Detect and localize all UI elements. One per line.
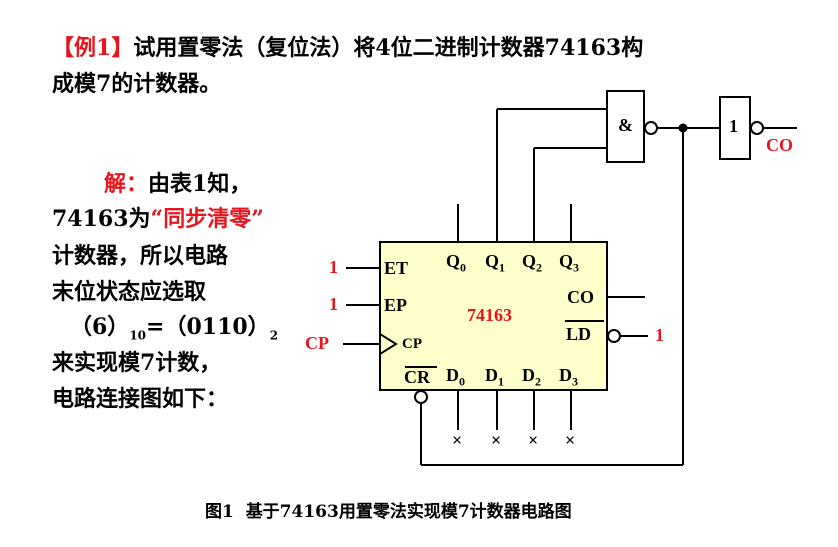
pin-cp-label: CP	[402, 336, 422, 352]
pin-d2-label: D2	[522, 365, 541, 389]
solution-line4: 末位状态应选取	[52, 279, 207, 305]
example-label: 例1	[74, 35, 112, 61]
pin-co-label: CO	[567, 287, 594, 307]
and-gate-bubble	[644, 121, 658, 135]
example-bracket-close: 】	[111, 35, 134, 61]
pin-ep-label: EP	[384, 295, 408, 315]
solution-text-line1: 由表1知，	[148, 171, 252, 197]
solution-text-line2: 74163为	[52, 206, 151, 232]
solution-line5: （6）10=（0110）2	[70, 309, 278, 342]
ld-input-value: 1	[655, 325, 664, 345]
figure-caption-text: 基于74163用置零法实现模7计数器电路图	[245, 502, 572, 522]
pin-q0-label: Q0	[446, 251, 467, 275]
solution-line7: 电路连接图如下：	[52, 386, 229, 412]
not-gate	[719, 96, 751, 160]
cp-input-label: CP	[305, 333, 329, 353]
pin-ld-label: LD	[566, 324, 592, 344]
problem-title-line1: 【例1】试用置零法（复位法）将4位二进制计数器74163构	[52, 30, 643, 62]
example-bracket-open: 【	[52, 35, 75, 61]
solution-line2: 74163为“同步清零”	[52, 201, 264, 233]
chip-74163-body	[379, 241, 608, 391]
problem-text-line1: 试用置零法（复位法）将4位二进制计数器74163构	[133, 35, 644, 61]
pin-q2-label: Q2	[522, 251, 543, 275]
decimal-base: 10	[129, 328, 147, 343]
d2-unconnected-mark: ×	[528, 430, 539, 450]
solution-line3: 计数器，所以电路	[52, 243, 229, 269]
and-gate-symbol: &	[618, 115, 633, 135]
cr-bubble	[414, 390, 428, 404]
pin-d3-label: D3	[559, 365, 578, 389]
and-gate	[606, 90, 645, 163]
binary-base: 2	[269, 328, 279, 343]
binary-value: =（0110）	[146, 314, 270, 340]
d1-unconnected-mark: ×	[491, 430, 502, 450]
ld-bubble	[607, 329, 621, 343]
pin-q3-label: Q3	[559, 251, 580, 275]
figure-caption: 图1 基于74163用置零法实现模7计数器电路图	[205, 497, 572, 522]
pin-et-label: ET	[384, 258, 409, 278]
not-gate-bubble	[750, 121, 764, 135]
ep-input-value: 1	[329, 294, 338, 314]
pin-q1-label: Q1	[485, 251, 506, 275]
solution-line6: 来实现模7计数，	[52, 350, 222, 376]
solution-line1: 解：由表1知，	[104, 166, 251, 198]
et-input-value: 1	[329, 257, 338, 277]
d3-unconnected-mark: ×	[565, 430, 576, 450]
pin-cr-label: CR	[404, 367, 430, 387]
pin-d1-label: D1	[485, 365, 504, 389]
clock-triangle	[379, 333, 398, 355]
problem-text-line2: 成模7的计数器。	[52, 71, 222, 97]
chip-name-label: 74163	[467, 305, 512, 325]
d0-unconnected-mark: ×	[452, 430, 463, 450]
co-output-label: CO	[766, 135, 793, 155]
solution-label: 解：	[104, 171, 149, 197]
not-gate-symbol: 1	[729, 116, 738, 136]
sync-clear-highlight: “同步清零”	[150, 206, 264, 232]
pin-d0-label: D0	[446, 365, 465, 389]
figure-number: 图1	[205, 502, 234, 522]
decimal-value: （6）	[70, 314, 130, 340]
